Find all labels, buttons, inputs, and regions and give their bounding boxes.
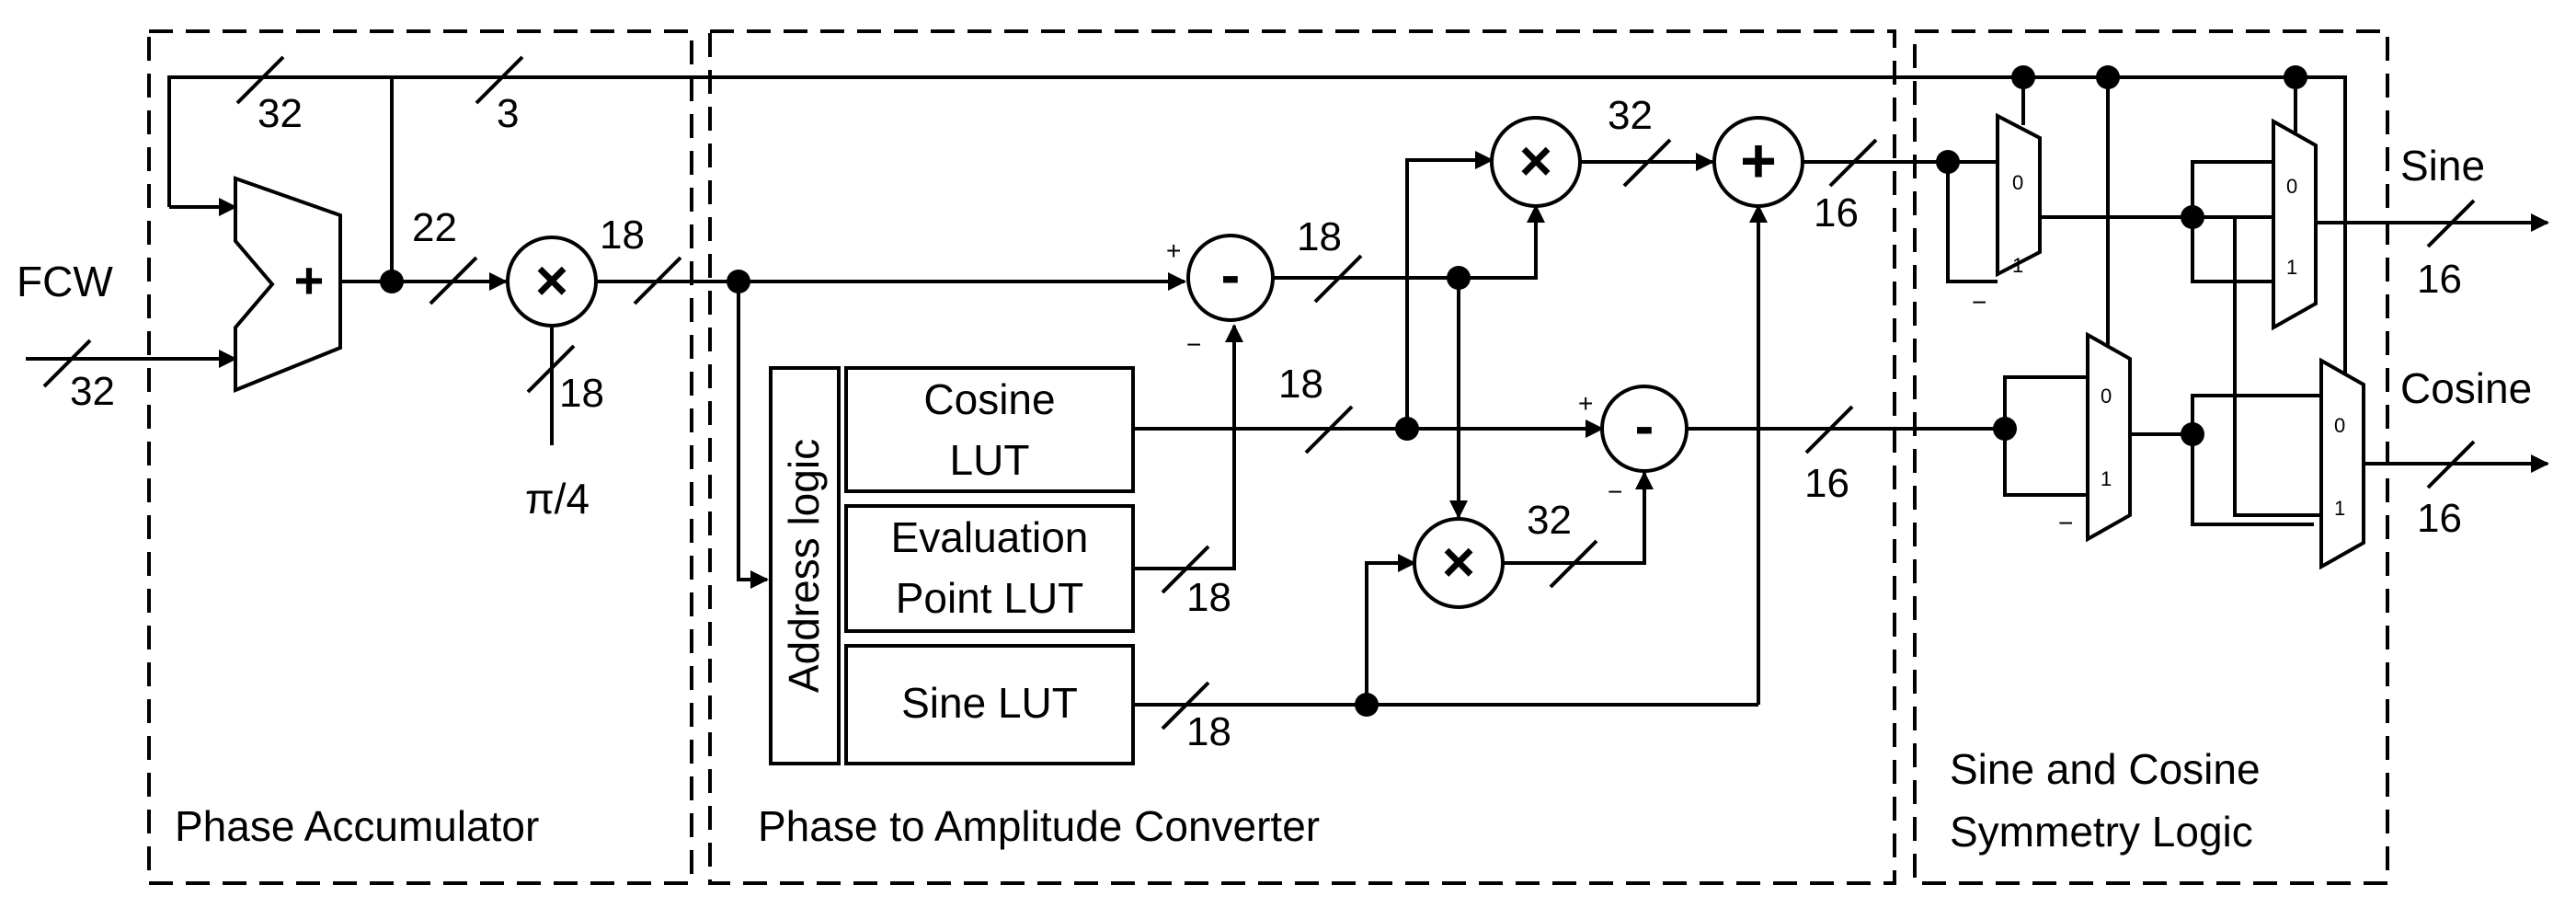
mult-out-width-label: 18	[600, 213, 645, 258]
cosine-lut-block	[844, 366, 1135, 493]
top-bus-wire	[167, 75, 2347, 386]
sine-mux-2-in1: 1	[2286, 256, 2297, 279]
sine-lut-out-width-label: 18	[1186, 709, 1231, 754]
sine-mux-1	[1996, 112, 2042, 278]
sub2-out-width-label: 16	[1804, 461, 1849, 506]
pi4-width-label: 18	[559, 371, 604, 416]
cross-cos-to-bottom	[2191, 394, 2321, 434]
phase-accumulator-title: Phase Accumulator	[175, 802, 539, 850]
adder-plus-sign: +	[294, 251, 325, 309]
cosine-lut-label-2: LUT	[950, 436, 1030, 484]
add-out-width-label: 16	[1814, 190, 1859, 236]
cos-mux-1-in0: 0	[2101, 385, 2112, 408]
cos-to-mult1-wire	[1405, 151, 1494, 429]
fcw-label: FCW	[17, 258, 113, 305]
sine-mux-2-in0: 0	[2286, 175, 2297, 198]
cross-cos-to-top-b	[2191, 434, 2314, 526]
cos-mux-1-in1: 1	[2101, 467, 2112, 490]
top-bus-width-label: 3	[497, 91, 519, 136]
cos-mux-2	[2319, 357, 2365, 570]
phase-to-amplitude-section	[708, 29, 1896, 885]
acc-out-junction	[380, 270, 404, 293]
sine-output-label: Sine	[2400, 142, 2485, 190]
eval-point-lut-label-2: Point LUT	[896, 574, 1084, 622]
sine-out-width-slash	[2426, 199, 2476, 248]
pi4-width-slash	[526, 344, 576, 394]
multiplier-1-sign: ×	[1519, 130, 1552, 193]
cos-lut-out-width-slash	[1304, 405, 1354, 454]
multiplier-2-sign: ×	[1442, 531, 1475, 594]
cosine-output-label: Cosine	[2400, 364, 2532, 412]
cross-sine-to-top	[2191, 160, 2273, 217]
subtractor-1-plus: +	[1166, 236, 1181, 265]
cos-mux-2-in0: 0	[2334, 414, 2345, 437]
feedback-width-label: 32	[258, 91, 303, 136]
address-logic-block	[769, 366, 841, 765]
phase-accumulator-section	[147, 29, 693, 885]
cosine-lut-label-1: Cosine	[923, 375, 1055, 423]
sub1-out-width-label: 18	[1297, 214, 1342, 259]
eval-point-lut-label-1: Evaluation	[891, 513, 1089, 561]
subtractor-1-sign: -	[1221, 244, 1241, 307]
address-logic-label: Address logic	[780, 439, 828, 693]
acc-out-width-slash	[429, 256, 478, 305]
phase-to-amplitude-title: Phase to Amplitude Converter	[758, 802, 1320, 850]
fcw-width-label: 32	[70, 369, 115, 414]
add-out-width-slash	[1828, 138, 1878, 188]
acc-out-width-label: 22	[412, 205, 457, 250]
sine-mux-in1	[1946, 162, 1998, 283]
symmetry-title-line1: Sine and Cosine	[1950, 745, 2261, 793]
eval-point-lut-block	[844, 504, 1135, 633]
eval-out-wire	[1133, 324, 1243, 570]
symmetry-logic-section	[1913, 29, 2389, 885]
address-feed-wire	[737, 282, 769, 589]
mult1-out-width-slash	[1622, 138, 1672, 188]
sine-lut-out-width-slash	[1161, 681, 1210, 730]
cos-mux-1-neg: −	[2058, 509, 2073, 537]
sine-mux-1-neg: −	[1972, 288, 1986, 316]
pi4-label: π/4	[525, 475, 590, 523]
cosine-out-width-label: 16	[2417, 496, 2462, 541]
sine-out-width-label: 16	[2417, 257, 2462, 302]
symmetry-title-line2: Symmetry Logic	[1950, 808, 2253, 856]
top-bus-width-slash	[475, 55, 524, 105]
sine-lut-label: Sine LUT	[901, 679, 1078, 727]
subtractor-2-sign: -	[1635, 395, 1654, 458]
cross-sine-to-bottom	[2192, 215, 2321, 517]
cos-mux-in1	[2003, 429, 2088, 497]
cross-cos-up	[2191, 217, 2272, 283]
feedback-width-slash	[235, 55, 285, 105]
sine-mux-1-in1: 1	[2012, 254, 2023, 277]
mult2-out-width-slash	[1549, 539, 1598, 589]
cosine-out-width-slash	[2426, 440, 2476, 489]
cos-mux-1	[2086, 331, 2132, 543]
mult2-out-width-label: 32	[1527, 498, 1572, 543]
sine-mux-2	[2272, 118, 2318, 331]
sub1-out-width-slash	[1313, 254, 1363, 304]
mult2-out-wire	[1503, 471, 1654, 565]
subtractor-1-minus: −	[1186, 330, 1201, 359]
sine-to-mult2-wire	[1365, 554, 1416, 705]
eval-out-width-label: 18	[1186, 575, 1231, 620]
mult-out-width-slash	[633, 256, 682, 305]
sub1-to-mult1-wire	[1459, 204, 1545, 280]
sub2-out-width-slash	[1804, 405, 1854, 454]
adder-final-sign: +	[1740, 126, 1777, 196]
accumulator-adder	[234, 176, 342, 393]
cos-lut-out-width-label: 18	[1278, 362, 1323, 407]
mult1-out-width-label: 32	[1608, 93, 1653, 138]
eval-out-width-slash	[1161, 545, 1210, 594]
subtractor-2-plus: +	[1578, 389, 1593, 418]
fcw-width-slash	[42, 339, 92, 388]
cos-mux-in0	[2003, 375, 2088, 429]
pi4-multiplier-sign: ×	[535, 249, 568, 313]
cos-mux-2-in1: 1	[2334, 497, 2345, 520]
sine-mux-1-in0: 0	[2012, 171, 2023, 194]
subtractor-2-minus: −	[1608, 477, 1622, 506]
